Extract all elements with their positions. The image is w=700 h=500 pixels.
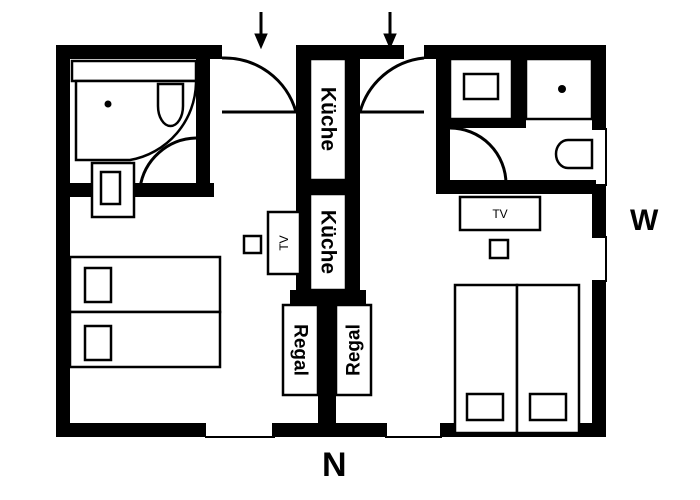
wall-bath-right-bottom <box>436 180 596 194</box>
wall-bath-left-bottom <box>62 183 214 197</box>
bathroom-left-fixtures <box>70 59 198 219</box>
door-arc-left <box>221 56 298 114</box>
bath-left-counter <box>70 59 198 83</box>
wall-kitchen-divider <box>296 180 360 194</box>
shelf-right <box>334 303 373 397</box>
kitchen-units <box>308 57 348 292</box>
interior-walls <box>62 55 596 430</box>
shelf-left-label: Regal <box>290 324 311 376</box>
wall-right-lower <box>592 280 606 437</box>
tv-right-body <box>458 195 542 232</box>
shower-left-drain-icon <box>104 100 112 108</box>
bathroom-right-fixtures <box>448 57 594 170</box>
toilet-left <box>156 82 185 128</box>
wall-bath-right-divider <box>512 55 526 123</box>
compass-west-label: W <box>630 204 659 237</box>
door-swing-bathroom-right <box>449 126 508 186</box>
pillow-right-2 <box>528 392 568 422</box>
kitchen-unit-lower <box>308 192 348 292</box>
toilet-right <box>554 138 594 170</box>
wall-left-exterior <box>56 45 70 437</box>
pillow-left-2 <box>83 324 113 362</box>
pillow-right-1 <box>465 392 505 422</box>
wall-bath-right-corner <box>436 168 450 194</box>
entrance-arrow-right <box>383 12 397 50</box>
shelf-units <box>281 303 373 397</box>
entrance-arrow-left <box>254 12 268 50</box>
stool-left <box>242 234 263 255</box>
wall-central-spine <box>318 296 336 430</box>
stool-right <box>488 238 510 260</box>
wall-top-right <box>424 45 606 59</box>
wall-right-upper <box>592 45 606 130</box>
bedroom-right-furniture <box>453 195 581 435</box>
entrance-door-arcs <box>221 56 425 114</box>
tv-left-label: TV <box>277 235 291 250</box>
wall-bath-left-right-side <box>196 55 210 183</box>
wall-kitchen-upper-left <box>296 55 310 192</box>
bedroom-left-furniture <box>68 255 222 369</box>
wall-kitchen-lower-right <box>346 192 360 296</box>
shelf-left <box>281 303 320 397</box>
door-swing-bathroom-left <box>138 136 197 190</box>
kitchen-unit-upper <box>308 57 348 182</box>
wall-bottom-left <box>56 423 206 437</box>
compass-north-label: N <box>322 446 347 484</box>
shower-right-tray <box>462 72 500 101</box>
tv-right-label: TV <box>492 207 507 221</box>
wall-top-middle <box>296 45 404 59</box>
wall-top-left <box>56 45 222 59</box>
wall-right-mid <box>592 184 606 238</box>
wall-bath-right-shower-bottom <box>450 118 526 128</box>
window-lines <box>205 128 607 438</box>
bath-right-drain-icon <box>558 85 566 93</box>
basin-left <box>99 170 122 206</box>
kitchen-upper-label: Küche <box>317 87 340 151</box>
kitchen-lower-label: Küche <box>317 210 340 274</box>
wall-bath-right-left-side <box>436 55 450 183</box>
tv-unit-left <box>242 210 302 276</box>
wall-kitchen-upper-right <box>346 55 360 192</box>
pillow-left-1 <box>83 266 113 304</box>
shelf-right-label: Regal <box>344 324 365 376</box>
door-arc-right <box>358 56 425 114</box>
tv-left-body <box>266 210 302 276</box>
